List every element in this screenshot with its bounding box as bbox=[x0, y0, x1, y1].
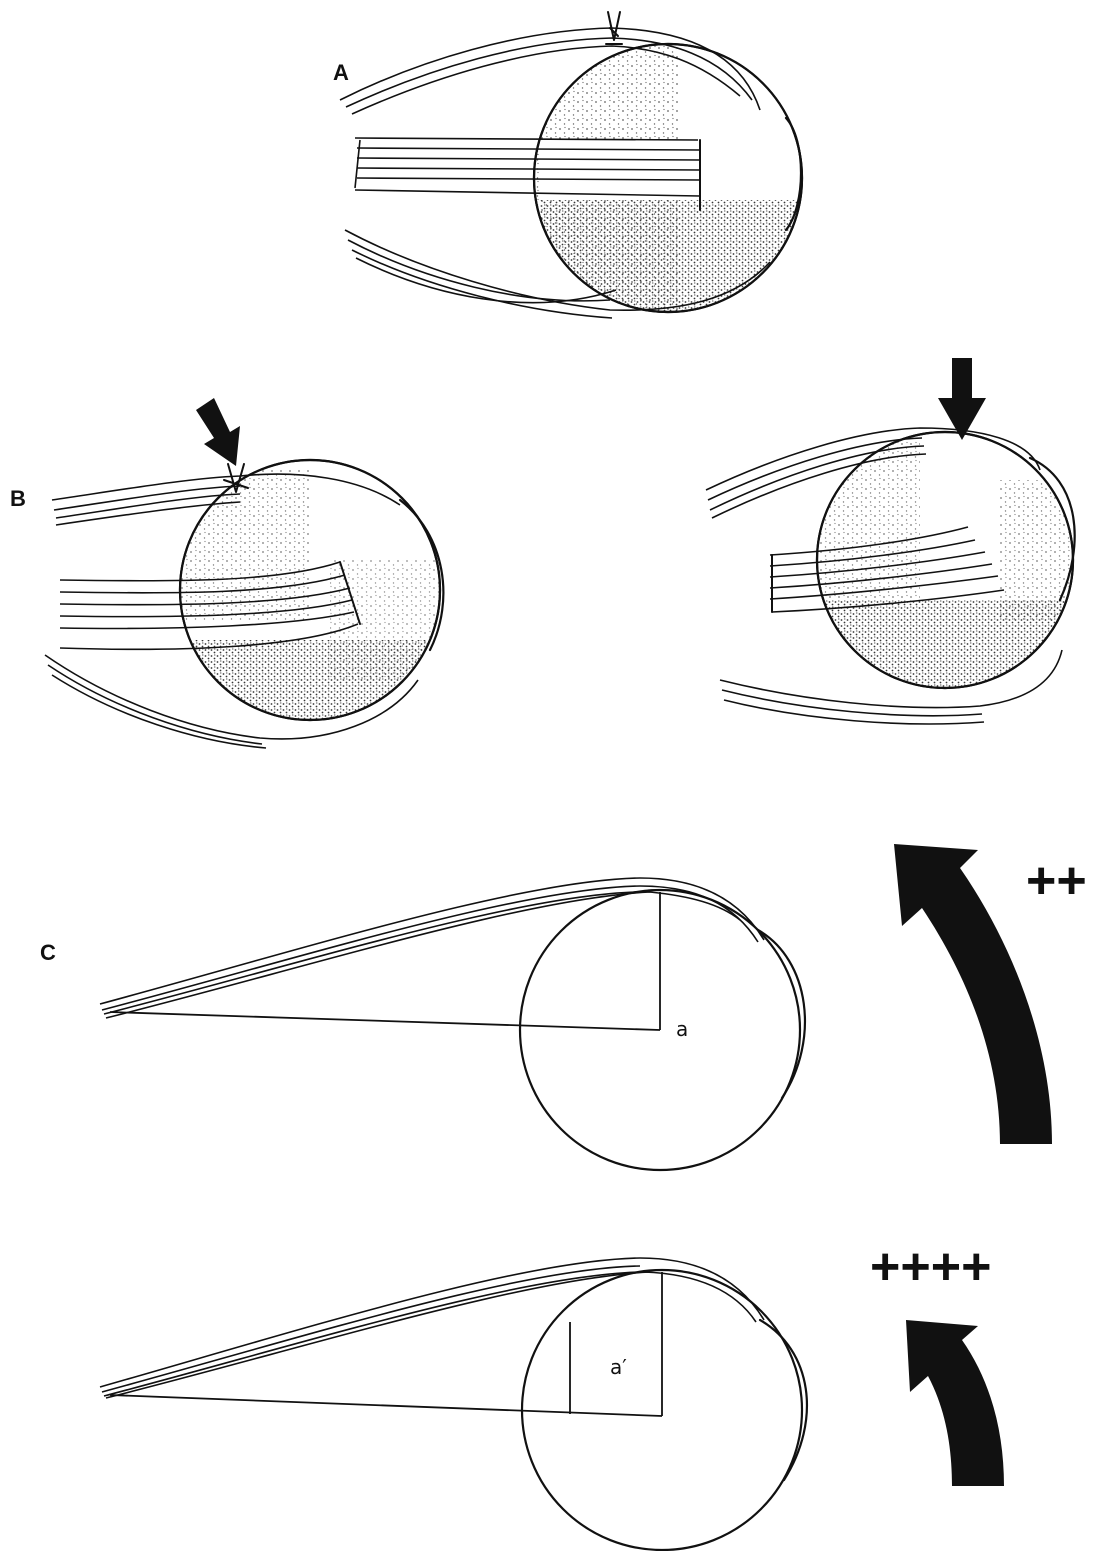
panel-b-right-arrow bbox=[938, 358, 986, 440]
rotation-arrow-small bbox=[906, 1320, 1004, 1486]
rotation-strength-lower: ++++ bbox=[870, 1238, 991, 1296]
panel-b-label: B bbox=[10, 486, 26, 511]
panel-b-left-arrow bbox=[196, 398, 240, 466]
panel-c: C a ++ bbox=[40, 844, 1087, 1550]
panel-b-right-eye bbox=[706, 358, 1080, 724]
panel-b-left-eye bbox=[45, 398, 450, 748]
panel-b: B bbox=[10, 358, 1080, 748]
panel-c-label: C bbox=[40, 940, 56, 965]
rotation-strength-upper: ++ bbox=[1026, 852, 1087, 910]
panel-c-upper-diagram: a ++ bbox=[100, 844, 1087, 1170]
panel-a-label: A bbox=[333, 60, 349, 85]
lever-arm-label-lower: a′ bbox=[610, 1355, 627, 1379]
panel-a: A bbox=[333, 12, 802, 320]
panel-c-lower-diagram: a′ ++++ bbox=[100, 1238, 1004, 1550]
lever-arm-label-upper: a bbox=[676, 1017, 688, 1041]
